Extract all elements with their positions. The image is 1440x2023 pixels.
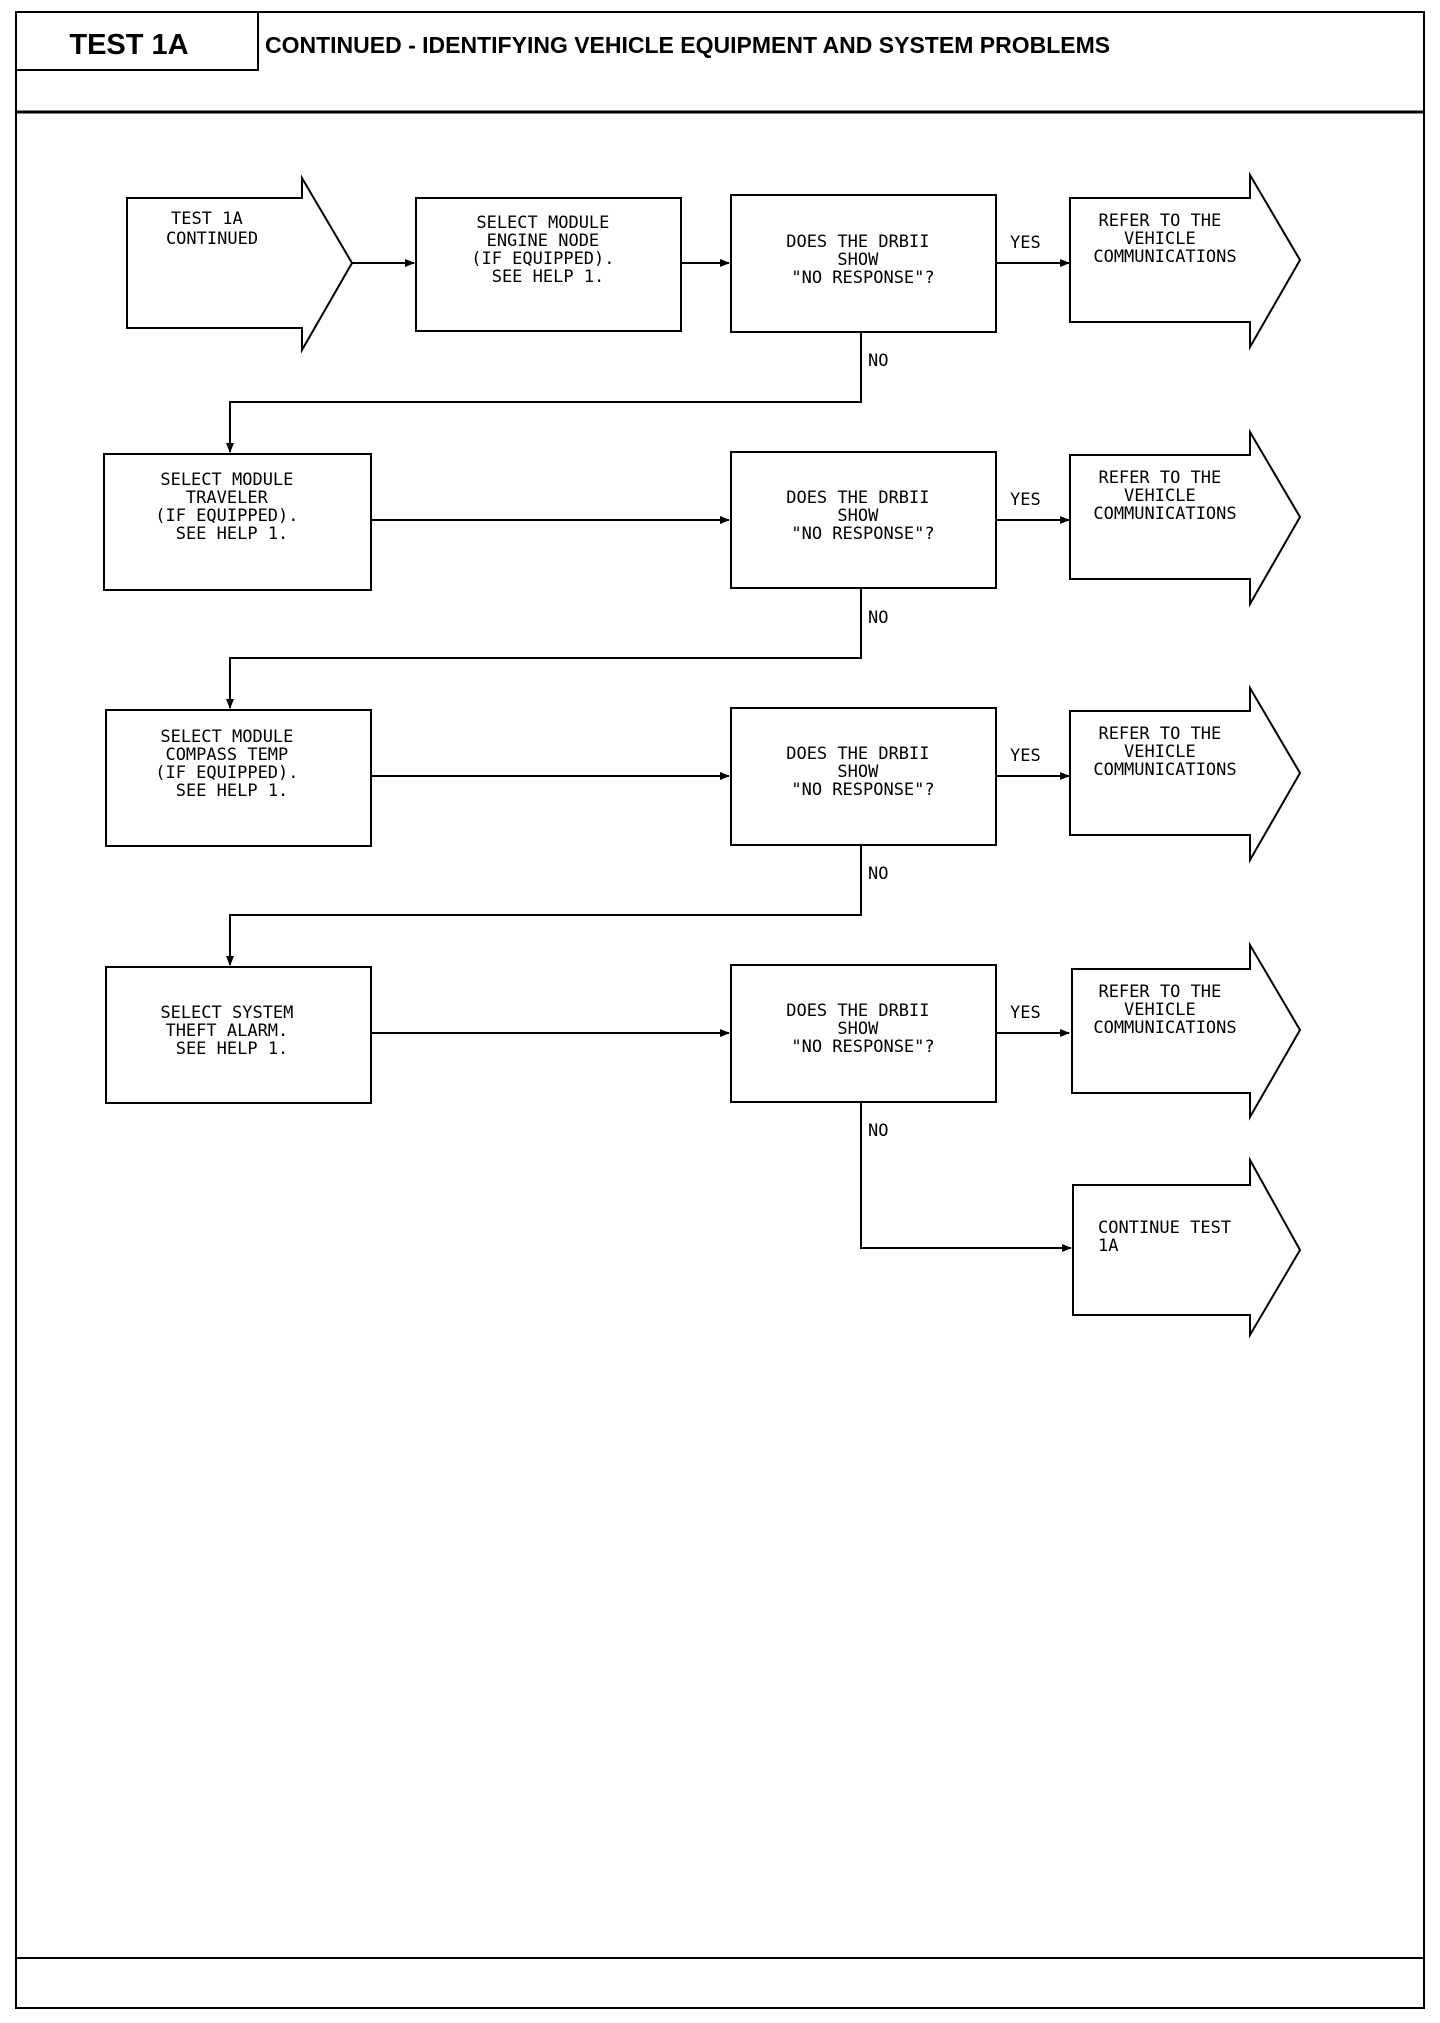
decision-text-1: DOES THE DRBII SHOW "NO RESPONSE"? <box>786 232 940 288</box>
decision-text-3: DOES THE DRBII SHOW "NO RESPONSE"? <box>786 744 940 800</box>
decision-line: "NO RESPONSE"? <box>791 524 934 544</box>
result-arrow-shape-3 <box>1069 684 1302 864</box>
decision-line: SHOW <box>837 1019 879 1039</box>
result-text-4: REFER TO THE VEHICLE COMMUNICATIONS <box>1093 982 1236 1038</box>
no-label-1: NO <box>868 351 888 371</box>
continue-text: CONTINUE TEST 1A <box>1098 1218 1241 1256</box>
result-arrow-shape-1 <box>1069 171 1302 351</box>
step-text-engine-node: SELECT MODULE ENGINE NODE (IF EQUIPPED).… <box>471 213 625 287</box>
step-line: COMPASS TEMP <box>165 745 288 765</box>
decision-line: DOES THE DRBII <box>786 488 929 508</box>
step-line: SEE HELP 1. <box>176 781 289 801</box>
decision-line: "NO RESPONSE"? <box>791 1037 934 1057</box>
step-line: SEE HELP 1. <box>176 1039 289 1059</box>
continue-line-2: 1A <box>1098 1236 1118 1256</box>
step-line: SEE HELP 1. <box>176 524 289 544</box>
step-line: (IF EQUIPPED). <box>155 506 298 526</box>
no-connector-1 <box>226 332 862 453</box>
result-line: REFER TO THE <box>1098 468 1221 488</box>
no-label-3: NO <box>868 864 888 884</box>
no-label-4: NO <box>868 1121 888 1141</box>
step-box-traveler <box>103 453 372 591</box>
result-arrow-shape-2 <box>1069 428 1302 608</box>
step-line: SELECT MODULE <box>160 727 293 747</box>
result-line: COMMUNICATIONS <box>1093 504 1236 524</box>
result-line: REFER TO THE <box>1098 724 1221 744</box>
start-line-2: CONTINUED <box>166 229 258 249</box>
step-line: SELECT MODULE <box>160 470 293 490</box>
start-text: TEST 1A CONTINUED <box>166 209 258 249</box>
step-line: (IF EQUIPPED). <box>155 763 298 783</box>
step-line: SELECT MODULE <box>476 213 609 233</box>
step-box-compass-temp <box>105 709 372 847</box>
test-label: TEST 1A <box>69 28 189 61</box>
result-line: VEHICLE <box>1124 742 1196 762</box>
page-border <box>15 11 1425 2009</box>
result-text-1: REFER TO THE VEHICLE COMMUNICATIONS <box>1093 211 1236 267</box>
no-connector-4 <box>860 1102 1072 1252</box>
step-line: ENGINE NODE <box>487 231 600 251</box>
step-box-engine-node <box>415 197 682 332</box>
result-text-2: REFER TO THE VEHICLE COMMUNICATIONS <box>1093 468 1236 524</box>
step-line: SELECT SYSTEM <box>160 1003 293 1023</box>
result-line: COMMUNICATIONS <box>1093 1018 1236 1038</box>
result-line: VEHICLE <box>1124 229 1196 249</box>
decision-line: DOES THE DRBII <box>786 232 929 252</box>
test-label-box <box>15 11 259 71</box>
result-line: COMMUNICATIONS <box>1093 247 1236 267</box>
decision-line: SHOW <box>837 250 879 270</box>
decision-line: SHOW <box>837 506 879 526</box>
decision-line: "NO RESPONSE"? <box>791 268 934 288</box>
result-text-3: REFER TO THE VEHICLE COMMUNICATIONS <box>1093 724 1236 780</box>
result-line: VEHICLE <box>1124 486 1196 506</box>
continue-arrow-shape <box>1072 1156 1302 1339</box>
decision-line: SHOW <box>837 762 879 782</box>
step-text-compass-temp: SELECT MODULE COMPASS TEMP (IF EQUIPPED)… <box>155 727 309 801</box>
yes-label-2: YES <box>1010 490 1041 510</box>
decision-line: "NO RESPONSE"? <box>791 780 934 800</box>
result-arrow-shape-4 <box>1071 941 1302 1121</box>
yes-label-3: YES <box>1010 746 1041 766</box>
decision-text-2: DOES THE DRBII SHOW "NO RESPONSE"? <box>786 488 940 544</box>
no-connector-3 <box>226 845 862 966</box>
result-line: REFER TO THE <box>1098 211 1221 231</box>
result-line: REFER TO THE <box>1098 982 1221 1002</box>
decision-line: DOES THE DRBII <box>786 744 929 764</box>
result-line: COMMUNICATIONS <box>1093 760 1236 780</box>
no-label-2: NO <box>868 608 888 628</box>
step-line: TRAVELER <box>186 488 269 508</box>
result-line: VEHICLE <box>1124 1000 1196 1020</box>
step-text-traveler: SELECT MODULE TRAVELER (IF EQUIPPED). SE… <box>155 470 309 544</box>
step-line: THEFT ALARM. <box>165 1021 288 1041</box>
yes-label-4: YES <box>1010 1003 1041 1023</box>
step-text-theft-alarm: SELECT SYSTEM THEFT ALARM. SEE HELP 1. <box>160 1003 303 1059</box>
page-title: CONTINUED - IDENTIFYING VEHICLE EQUIPMEN… <box>265 31 1111 58</box>
start-arrow-shape <box>126 174 354 354</box>
yes-label-1: YES <box>1010 233 1041 253</box>
continue-line-1: CONTINUE TEST <box>1098 1218 1231 1238</box>
start-line-1: TEST 1A <box>171 209 243 229</box>
decision-text-4: DOES THE DRBII SHOW "NO RESPONSE"? <box>786 1001 940 1057</box>
step-line: SEE HELP 1. <box>492 267 605 287</box>
step-box-theft-alarm <box>105 966 372 1104</box>
step-line: (IF EQUIPPED). <box>471 249 614 269</box>
no-connector-2 <box>226 588 862 709</box>
decision-line: DOES THE DRBII <box>786 1001 929 1021</box>
